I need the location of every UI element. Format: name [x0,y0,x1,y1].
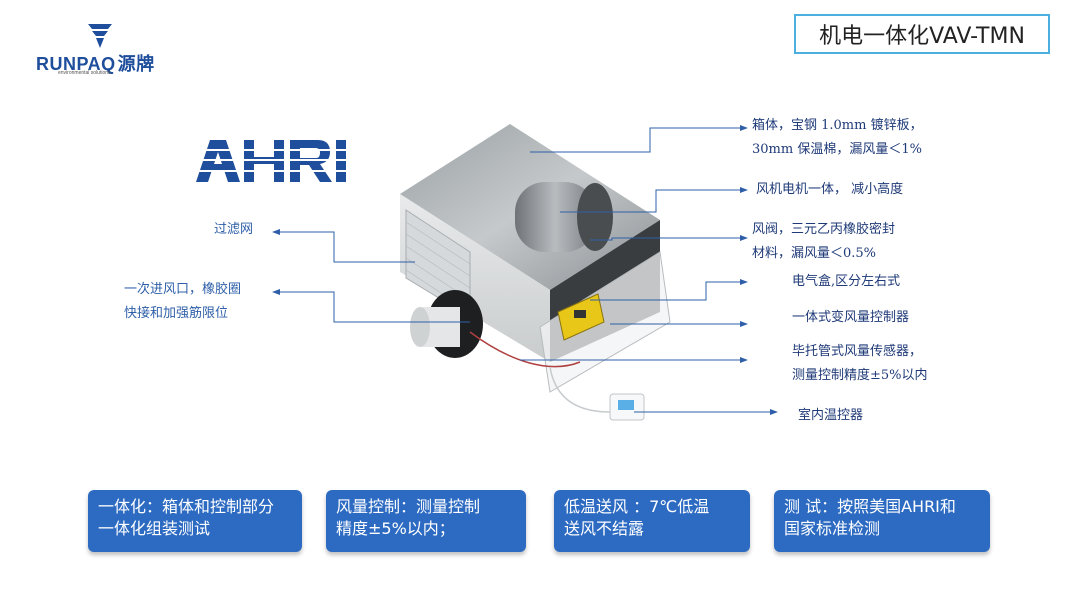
feature-low-temp-supply-line2: 送风不结露 [564,519,645,538]
feature-airflow-control: 风量控制：测量控制 精度±5%以内； [326,490,526,552]
feature-airflow-control-line1: 风量控制：测量控制 [336,497,481,516]
logo-brand-cn: 源牌 [117,54,155,74]
feature-testing-line2: 国家标准检测 [784,519,881,538]
runpaq-logo-icon [88,24,112,48]
feature-airflow-control-line2: 精度±5%以内； [336,519,455,538]
callout-filter: 过滤网 [214,222,254,237]
callout-damper-line1: 风阀，三元乙丙橡胶密封 [752,222,896,237]
callout-airflow-sensor-line2: 测量控制精度±5%以内 [792,368,928,383]
vav-terminal-unit-illustration [400,124,671,421]
feature-testing-line1: 测 试：按照美国AHRI和 [784,497,956,516]
callout-casing: 箱体，宝钢 1.0mm 镀锌板， 30mm 保温棉，漏风量＜1% [752,114,923,162]
callout-casing-line2: 30mm 保温棉，漏风量＜1% [752,142,922,157]
feature-low-temp-supply: 低温送风 ：7℃低温 送风不结露 [554,490,750,552]
feature-integration-line2: 一体化组装测试 [98,519,211,538]
callout-airflow-sensor-line1: 毕托管式风量传感器， [792,344,923,359]
callout-thermostat: 室内温控器 [798,408,864,423]
callout-damper: 风阀，三元乙丙橡胶密封 材料，漏风量＜0.5% [752,218,895,266]
ahri-logo [196,140,356,182]
callout-airflow-sensor: 毕托管式风量传感器， 测量控制精度±5%以内 [792,340,928,388]
logo-brand-en: RUNPAQ [36,54,116,74]
feature-testing: 测 试：按照美国AHRI和 国家标准检测 [774,490,990,552]
callout-casing-line1: 箱体，宝钢 1.0mm 镀锌板， [752,118,923,133]
feature-low-temp-supply-line1: 低温送风 ：7℃低温 [564,497,710,516]
feature-integration-line1: 一体化：箱体和控制部分 [98,497,275,516]
callout-inlet: 一次进风口，橡胶圈 快接和加强筋限位 [124,278,241,326]
callout-electrical-box: 电气盒,区分左右式 [792,274,901,289]
page-title: 机电一体化VAV-TMN [794,14,1050,54]
feature-integration: 一体化：箱体和控制部分 一体化组装测试 [88,490,302,552]
callout-inlet-line2: 快接和加强筋限位 [124,306,229,321]
callout-damper-line2: 材料，漏风量＜0.5% [752,246,877,261]
callout-controller: 一体式变风量控制器 [792,310,910,325]
logo-tagline: environmental solutions [58,70,111,76]
callout-fan-motor: 风机电机一体， 减小高度 [756,182,904,197]
callout-inlet-line1: 一次进风口，橡胶圈 [124,282,242,297]
